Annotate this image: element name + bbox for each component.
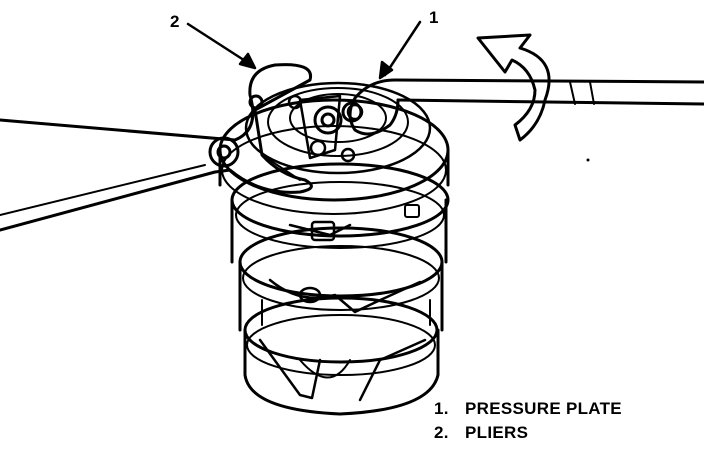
legend-label: PLIERS xyxy=(465,423,529,442)
callout-leader-lines xyxy=(186,20,422,80)
legend-number: 2. xyxy=(434,423,449,442)
speckle-dot xyxy=(586,158,590,162)
legend: 1. PRESSURE PLATE 2. PLIERS xyxy=(434,397,622,445)
legend-item-pliers: 2. PLIERS xyxy=(434,421,622,445)
rotation-arrow xyxy=(476,33,551,142)
legend-item-pressure-plate: 1. PRESSURE PLATE xyxy=(434,397,622,421)
spanner-wrench xyxy=(341,78,704,136)
callout-1-label: 1 xyxy=(429,8,439,27)
callout-2-label: 2 xyxy=(170,12,180,31)
pliers xyxy=(0,63,313,232)
legend-label: PRESSURE PLATE xyxy=(465,399,622,418)
pressure-plate xyxy=(244,81,432,175)
legend-number: 1. xyxy=(434,399,449,418)
compressor-body xyxy=(218,98,450,416)
